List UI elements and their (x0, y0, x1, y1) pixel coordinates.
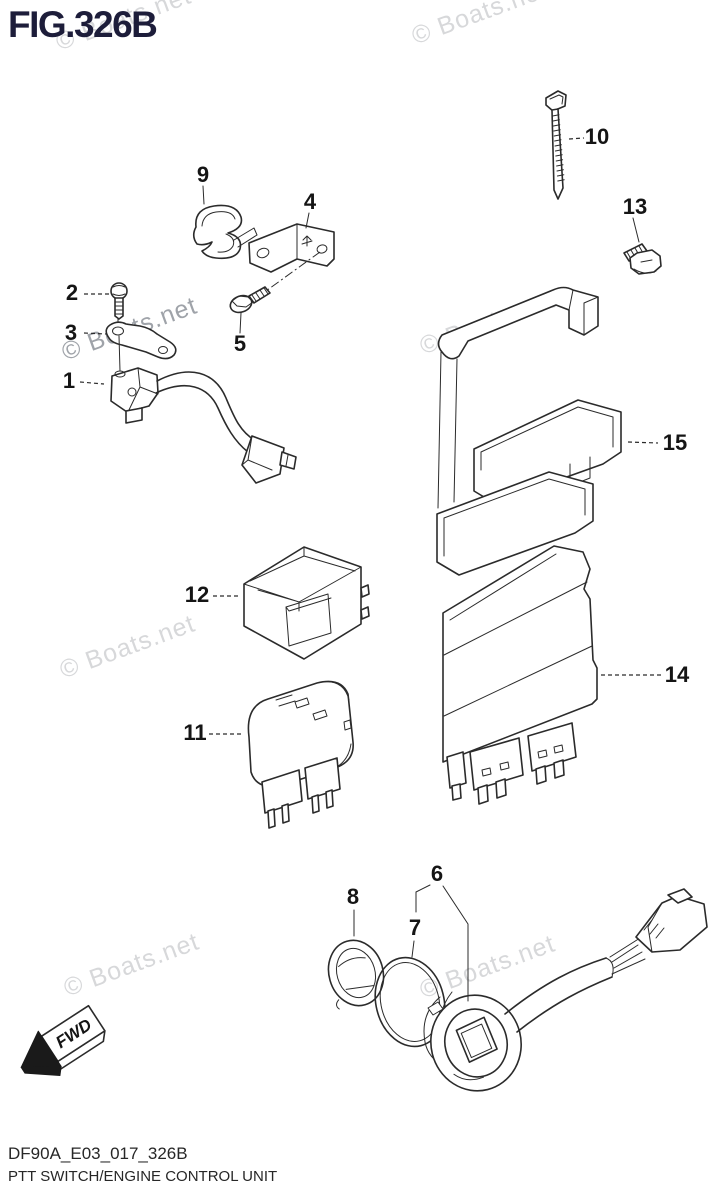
part-label-2: 2 (65, 280, 79, 305)
figure-caption: PTT SWITCH/ENGINE CONTROL UNIT (8, 1168, 278, 1185)
part-9-clamp-drawing (192, 204, 258, 260)
part-label-10: 10 (584, 124, 610, 149)
part-label-7: 7 (408, 915, 422, 940)
part-10-cable-tie-drawing (545, 90, 567, 200)
part-8-cap-drawing (327, 939, 385, 1010)
part-label-9: 9 (196, 162, 210, 187)
part-12-cover-box-drawing (243, 546, 370, 660)
part-6-ptt-switch-drawing (423, 888, 708, 1092)
figure-title: FIG.326B (8, 4, 158, 45)
part-2-screw-drawing (110, 282, 128, 325)
part-label-5: 5 (233, 331, 247, 356)
part-label-12: 12 (184, 582, 210, 607)
part-14-ecu-drawing (442, 545, 598, 805)
figure-code: DF90A_E03_017_326B (8, 1144, 188, 1163)
part-7-oring-drawing (374, 956, 446, 1048)
part-label-4: 4 (303, 189, 317, 214)
part-5-bolt-drawing (229, 286, 271, 334)
part-label-6: 6 (430, 861, 444, 886)
part-label-3: 3 (64, 320, 78, 345)
part-1-sensor-drawing (110, 367, 297, 484)
part-label-1: 1 (62, 368, 76, 393)
part-label-14: 14 (664, 662, 690, 687)
part-4-bracket-drawing (248, 223, 335, 292)
part-label-13: 13 (622, 194, 648, 219)
fwd-arrow (20, 1004, 106, 1077)
leader-lines (79, 137, 661, 1002)
part-11-module-drawing (247, 680, 354, 829)
part-15-cover-bracket-drawing (436, 286, 622, 576)
part-label-8: 8 (346, 884, 360, 909)
part-13-bolt-drawing (623, 243, 662, 275)
part-label-15: 15 (662, 430, 688, 455)
part-3-plate-drawing (105, 321, 177, 372)
part-label-11: 11 (183, 720, 207, 745)
